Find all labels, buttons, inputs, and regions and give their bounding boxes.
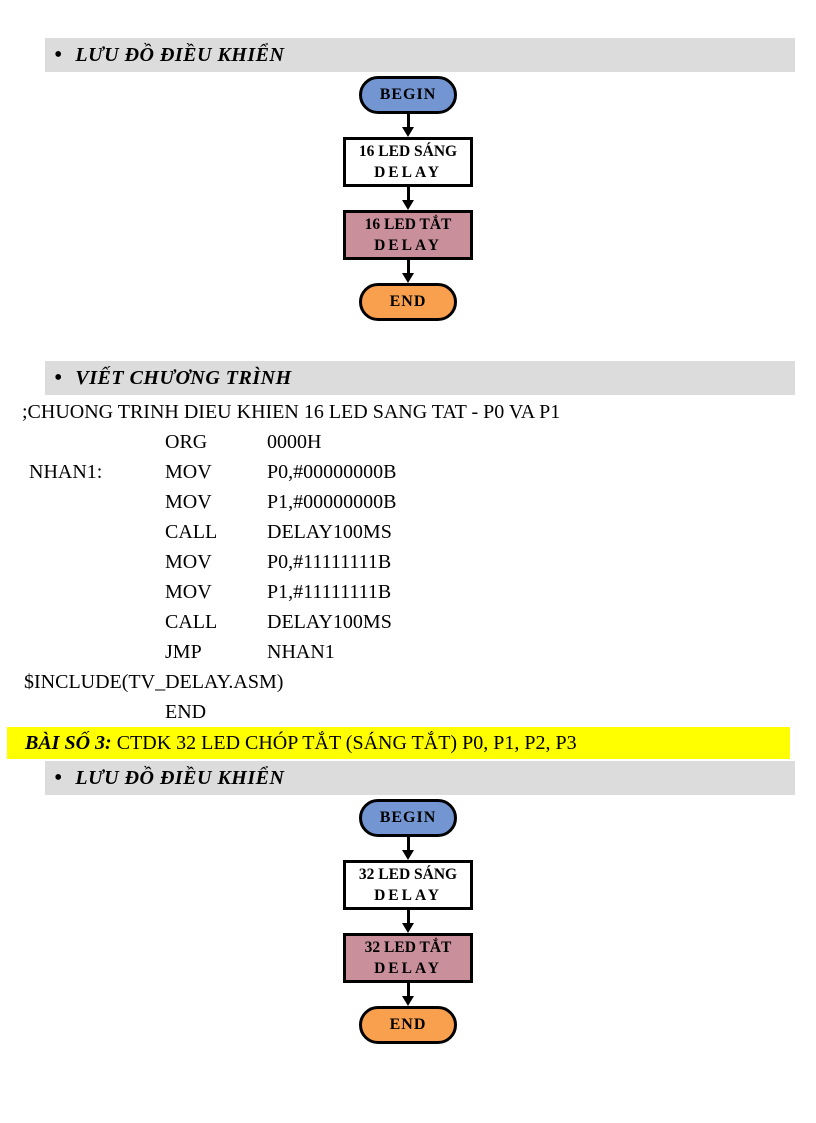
process-line2: DELAY [374,164,442,181]
code-opcode: JMP [165,641,202,663]
code-row: MOV P1,#11111111B [0,577,816,607]
code-label [29,487,165,517]
arrow-shaft [406,187,410,200]
code-opcode: END [165,701,207,723]
top-margin [0,0,816,38]
begin-node: BEGIN [359,76,457,114]
code-row: CALL DELAY100MS [0,517,816,547]
arrow-head-icon [402,996,414,1006]
code-row: CALL DELAY100MS [0,607,816,637]
code-operand: NHAN1 [267,641,335,663]
code-opcode: CALL [165,521,218,543]
assembly-code-listing: ;CHUONG TRINH DIEU KHIEN 16 LED SANG TAT… [0,397,816,727]
bullet-icon: • [54,765,63,791]
code-comment: ;CHUONG TRINH DIEU KHIEN 16 LED SANG TAT… [22,401,561,423]
code-opcode: MOV [165,491,212,513]
flowchart-16led: BEGIN 16 LED SÁNG DELAY 16 LED TẮT DELAY… [0,76,816,321]
code-label [29,697,165,727]
arrow-shaft [406,260,410,273]
heading-program: • VIẾT CHƯƠNG TRÌNH [45,361,795,395]
process-box-leds-on: 32 LED SÁNG DELAY [343,860,473,910]
code-row: NHAN1: MOV P0,#00000000B [0,457,816,487]
flow-arrow [402,260,414,283]
code-operand: P1,#11111111B [267,581,392,603]
bullet-icon: • [54,42,63,68]
code-operand: DELAY100MS [267,521,392,543]
code-operand: P0,#11111111B [267,551,392,573]
section-gap [0,321,816,361]
process-box-leds-off: 32 LED TẮT DELAY [343,933,473,983]
code-operand: P1,#00000000B [267,491,397,513]
process-box-leds-off: 16 LED TẮT DELAY [343,210,473,260]
code-label [29,427,165,457]
flowchart-32led: BEGIN 32 LED SÁNG DELAY 32 LED TẮT DELAY… [0,799,816,1044]
code-row: ORG 0000H [0,427,816,457]
end-node: END [359,283,457,321]
code-row: JMP NHAN1 [0,637,816,667]
begin-label: BEGIN [379,809,437,826]
code-label [29,607,165,637]
code-operand: 0000H [267,431,322,453]
arrow-head-icon [402,923,414,933]
arrow-head-icon [402,273,414,283]
exercise-title-text: CTDK 32 LED CHÓP TẮT (SÁNG TẮT) P0, P1, … [111,731,577,754]
flow-arrow [402,910,414,933]
flow-arrow [402,187,414,210]
heading-label: LƯU ĐỒ ĐIỀU KHIỂN [75,43,285,66]
begin-label: BEGIN [379,86,437,103]
code-operand: P0,#00000000B [267,461,397,483]
process-line2: DELAY [374,960,442,977]
heading-flowchart-1: • LƯU ĐỒ ĐIỀU KHIỂN [45,38,795,72]
arrow-shaft [406,910,410,923]
arrow-head-icon [402,200,414,210]
flow-arrow [402,837,414,860]
code-operand [267,697,816,727]
end-label: END [389,293,427,310]
code-opcode: ORG [165,431,208,453]
code-label: NHAN1: [29,461,103,483]
process-line1: 32 LED TẮT [364,939,452,956]
flow-arrow [402,983,414,1006]
arrow-head-icon [402,850,414,860]
heading-label: VIẾT CHƯƠNG TRÌNH [75,366,292,389]
arrow-shaft [406,837,410,850]
process-line2: DELAY [374,887,442,904]
arrow-head-icon [402,127,414,137]
code-label [29,547,165,577]
end-label: END [389,1016,427,1033]
process-line1: 16 LED SÁNG [358,143,458,160]
exercise-number-label: BÀI SỐ 3: [25,731,112,754]
exercise-banner: BÀI SỐ 3: CTDK 32 LED CHÓP TẮT (SÁNG TẮT… [7,727,790,759]
code-opcode: MOV [165,551,212,573]
process-line1: 32 LED SÁNG [358,866,458,883]
code-opcode: MOV [165,581,212,603]
heading-flowchart-2: • LƯU ĐỒ ĐIỀU KHIỂN [45,761,795,795]
process-line1: 16 LED TẮT [364,216,452,233]
heading-label: LƯU ĐỒ ĐIỀU KHIỂN [75,766,285,789]
code-label [29,577,165,607]
code-opcode: CALL [165,611,218,633]
flow-arrow [402,114,414,137]
arrow-shaft [406,114,410,127]
code-row: MOV P1,#00000000B [0,487,816,517]
bullet-icon: • [54,365,63,391]
arrow-shaft [406,983,410,996]
process-box-leds-on: 16 LED SÁNG DELAY [343,137,473,187]
code-label [29,517,165,547]
code-label [29,637,165,667]
begin-node: BEGIN [359,799,457,837]
code-row: MOV P0,#11111111B [0,547,816,577]
end-node: END [359,1006,457,1044]
include-directive: $INCLUDE(TV_DELAY.ASM) [24,671,284,693]
code-opcode: MOV [165,461,212,483]
code-row-end: END [0,697,816,727]
code-operand: DELAY100MS [267,611,392,633]
process-line2: DELAY [374,237,442,254]
